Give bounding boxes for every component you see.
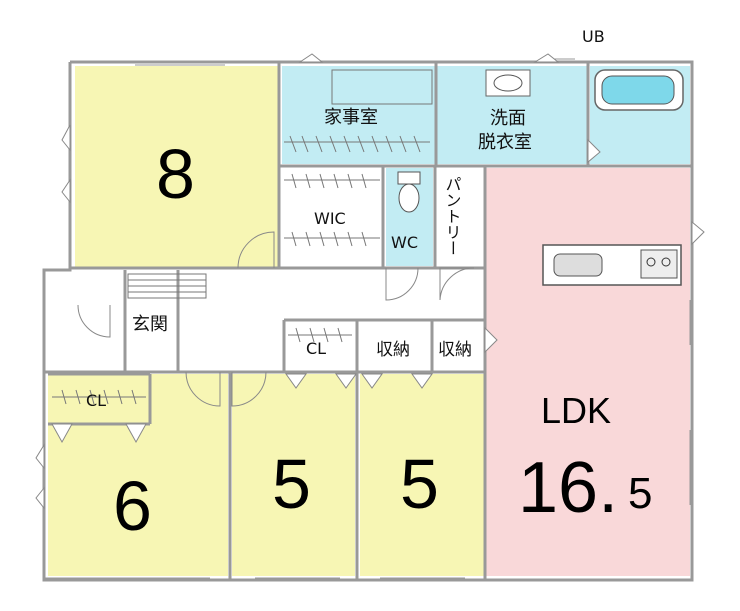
window-markers — [35, 53, 705, 510]
room-5a-fill — [232, 374, 355, 576]
label-pantry: パントリー — [443, 176, 462, 256]
label-cl-upper: CL — [306, 339, 326, 358]
room-8-fill — [75, 66, 278, 268]
label-ldk: LDK — [541, 390, 611, 431]
closet-door-markers — [51, 373, 433, 444]
room-6-fill — [48, 374, 228, 576]
closet-hatch — [52, 69, 433, 405]
bathtub-icon — [594, 69, 684, 111]
kitchen-counter-icon — [542, 244, 682, 286]
toilet-icon — [397, 171, 421, 213]
label-wic: WIC — [314, 209, 346, 228]
washbasin-icon — [485, 69, 531, 97]
ldk-room-fill — [486, 168, 690, 576]
ldk-size-dec: 5 — [628, 469, 652, 518]
label-ub: UB — [582, 27, 605, 46]
label-datsui: 脱衣室 — [478, 132, 532, 153]
kaji-room-fill — [282, 66, 435, 164]
label-kaji-room: 家事室 — [324, 107, 378, 128]
label-senmen: 洗面 — [490, 108, 526, 129]
label-cl-lower: CL — [86, 391, 106, 410]
windows — [45, 58, 691, 579]
label-wc: WC — [391, 233, 418, 252]
room-5b-size: 5 — [400, 445, 439, 523]
label-shuno-1: 収納 — [376, 340, 410, 360]
ldk-size-int: 16. — [518, 448, 618, 528]
room-5a-size: 5 — [272, 445, 311, 523]
room-8-size: 8 — [156, 135, 195, 213]
doors — [77, 231, 475, 407]
label-genkan: 玄関 — [132, 314, 168, 335]
label-shuno-2: 収納 — [438, 340, 472, 360]
room-6-size: 6 — [113, 467, 152, 545]
room-5b-fill — [360, 374, 484, 576]
